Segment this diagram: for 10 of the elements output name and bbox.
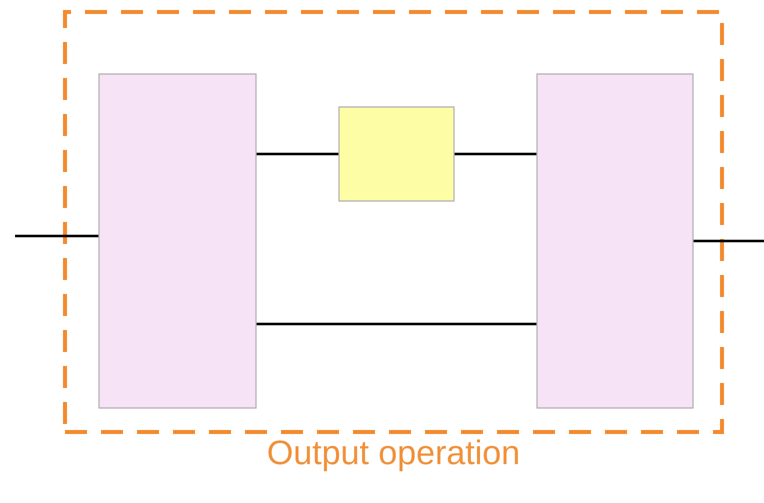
connector-line [256, 322, 536, 326]
dashed-group-frame: Output operation [63, 10, 724, 472]
node-label: Output operation [268, 440, 518, 472]
connector-line [15, 234, 98, 238]
block-box [98, 73, 257, 409]
block-box [338, 106, 455, 202]
block-box [536, 73, 694, 409]
connector-line [256, 152, 338, 156]
connector-line [694, 240, 764, 242]
connector-line [454, 152, 536, 156]
